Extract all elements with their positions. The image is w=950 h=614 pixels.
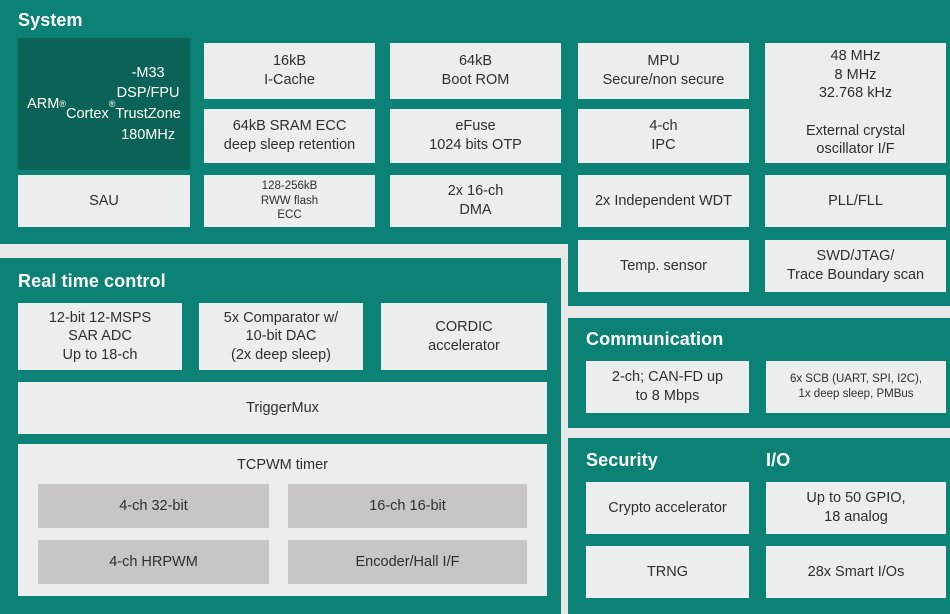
panel-title-security: Security: [586, 450, 658, 470]
box-smart-io: 28x Smart I/Os: [766, 546, 946, 598]
box-watchdog-timer: 2x Independent WDT: [578, 175, 749, 227]
box-gpio: Up to 50 GPIO,18 analog: [766, 482, 946, 534]
subbox-4ch-hrpwm: 4-ch HRPWM: [38, 540, 269, 584]
box-sau: SAU: [18, 175, 190, 227]
subbox-encoder-hall: Encoder/Hall I/F: [288, 540, 527, 584]
panel-title-system: System: [18, 10, 83, 30]
box-temp-sensor: Temp. sensor: [578, 240, 749, 292]
box-triggermux: TriggerMux: [18, 382, 547, 434]
box-comparator-dac: 5x Comparator w/10-bit DAC(2x deep sleep…: [199, 303, 363, 370]
tcpwm-timer-label: TCPWM timer: [236, 457, 328, 473]
subbox-16ch-16bit: 16-ch 16-bit: [288, 484, 527, 528]
box-trng: TRNG: [586, 546, 749, 598]
panel-title-io: I/O: [766, 450, 791, 470]
panel-title-real-time-control: Real time control: [18, 271, 166, 291]
panel-title-communication: Communication: [586, 329, 724, 349]
box-tcpwm-timer: TCPWM timer 4-ch 32-bit 16-ch 16-bit 4-c…: [18, 444, 547, 596]
box-scb: 6x SCB (UART, SPI, I2C),1x deep sleep, P…: [766, 361, 946, 413]
box-swd-jtag: SWD/JTAG/Trace Boundary scan: [765, 240, 946, 292]
box-crypto-accelerator: Crypto accelerator: [586, 482, 749, 534]
box-pll-fll: PLL/FLL: [765, 175, 946, 227]
subbox-4ch-32bit: 4-ch 32-bit: [38, 484, 269, 528]
